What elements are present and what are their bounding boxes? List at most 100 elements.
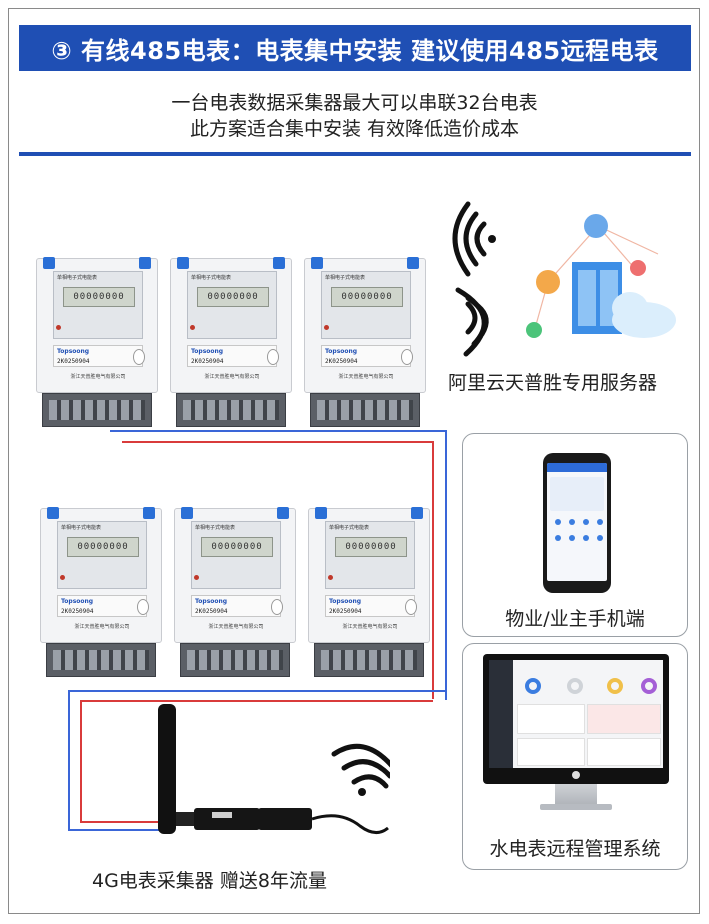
gauge-ring <box>525 678 541 694</box>
meter-clip <box>311 257 323 269</box>
meter-brand: Topsoong <box>329 598 362 605</box>
meter-clip <box>47 507 59 519</box>
seal-screw <box>405 599 417 615</box>
meter-brand: Topsoong <box>57 348 90 355</box>
rs485-wire-a <box>110 430 385 432</box>
meter-lcd: 00000000 <box>197 287 269 307</box>
meter-nameplate: Topsoong 2K0250904 <box>321 345 411 367</box>
monitor-icon <box>483 654 669 784</box>
dashboard-sidebar <box>489 660 513 768</box>
app-banner <box>550 477 604 511</box>
meter-lcd: 00000000 <box>335 537 407 557</box>
rs485-wire-a <box>383 430 446 432</box>
phone-label: 物业/业主手机端 <box>505 608 645 630</box>
terminal-block <box>314 643 424 677</box>
meter-clip <box>143 507 155 519</box>
terminal-block <box>310 393 420 427</box>
electric-meter[interactable]: 单相电子式电能表 00000000 Topsoong 2K0250904 浙江天… <box>174 507 296 680</box>
meter-clip <box>273 257 285 269</box>
app-icon <box>569 535 575 541</box>
gauge-ring <box>641 678 657 694</box>
gauge-ring <box>567 678 583 694</box>
meter-maker: 浙江天普胜电气有限公司 <box>338 374 394 380</box>
meter-lcd: 00000000 <box>201 537 273 557</box>
app-header <box>547 463 607 472</box>
meter-brand: Topsoong <box>191 348 224 355</box>
phone-icon <box>543 453 611 593</box>
electric-meter[interactable]: 单相电子式电能表 00000000 Topsoong 2K0250904 浙江天… <box>36 257 158 430</box>
wifi-icon <box>455 287 489 357</box>
rs485-wire-b <box>80 700 433 702</box>
user-icon <box>584 214 608 238</box>
rs485-wire-a <box>68 690 70 830</box>
terminal-block <box>180 643 290 677</box>
pulse-led <box>190 325 195 330</box>
meter-case: 单相电子式电能表 00000000 Topsoong 2K0250904 浙江天… <box>36 257 158 393</box>
collector-label: 4G电表采集器 赠送8年流量 <box>92 870 327 892</box>
intro-line-1: 一台电表数据采集器最大可以串联32台电表 <box>171 92 538 114</box>
electric-meter[interactable]: 单相电子式电能表 00000000 Topsoong 2K0250904 浙江天… <box>40 507 162 680</box>
meter-nameplate: Topsoong 2K0250904 <box>191 595 281 617</box>
meter-case: 单相电子式电能表 00000000 Topsoong 2K0250904 浙江天… <box>174 507 296 643</box>
divider <box>19 152 691 156</box>
meter-lcd: 00000000 <box>63 287 135 307</box>
rs485-wire-b <box>80 821 165 823</box>
electric-meter[interactable]: 单相电子式电能表 00000000 Topsoong 2K0250904 浙江天… <box>308 507 430 680</box>
meter-clip <box>181 507 193 519</box>
terminal-block <box>42 393 152 427</box>
meter-header: 单相电子式电能表 <box>329 525 370 531</box>
meter-header: 单相电子式电能表 <box>325 275 366 281</box>
page-frame <box>8 8 700 914</box>
app-icon <box>583 519 589 525</box>
dashboard-panel <box>517 738 585 766</box>
meter-nameplate: Topsoong 2K0250904 <box>57 595 147 617</box>
wifi-icon <box>465 301 478 335</box>
meter-nameplate: Topsoong 2K0250904 <box>53 345 143 367</box>
monitor-base <box>540 804 612 810</box>
meter-maker: 浙江天普胜电气有限公司 <box>70 374 126 380</box>
terminal-block <box>176 393 286 427</box>
user-icon <box>526 322 542 338</box>
meter-clip <box>277 507 289 519</box>
meter-serial: 2K0250904 <box>191 358 224 365</box>
app-icon <box>597 535 603 541</box>
meter-maker: 浙江天普胜电气有限公司 <box>204 374 260 380</box>
rs485-wire-b <box>80 700 82 822</box>
meter-header: 单相电子式电能表 <box>191 275 232 281</box>
electric-meter[interactable]: 单相电子式电能表 00000000 Topsoong 2K0250904 浙江天… <box>304 257 426 430</box>
rs485-wire-a <box>68 690 108 692</box>
terminal-block <box>46 643 156 677</box>
pulse-led <box>194 575 199 580</box>
rs485-wire-a <box>68 829 165 831</box>
dashboard-panel <box>587 738 661 766</box>
seal-screw <box>271 599 283 615</box>
dashboard-panel <box>587 704 661 734</box>
meter-clip <box>139 257 151 269</box>
phone-screen <box>547 463 607 581</box>
meter-serial: 2K0250904 <box>329 608 362 615</box>
apple-logo-icon <box>572 771 580 779</box>
meter-case: 单相电子式电能表 00000000 Topsoong 2K0250904 浙江天… <box>308 507 430 643</box>
meter-serial: 2K0250904 <box>195 608 228 615</box>
meter-serial: 2K0250904 <box>61 608 94 615</box>
user-icon <box>536 270 560 294</box>
meter-maker: 浙江天普胜电气有限公司 <box>74 624 130 630</box>
pulse-led <box>56 325 61 330</box>
app-icon <box>555 535 561 541</box>
seal-screw <box>401 349 413 365</box>
meter-clip <box>411 507 423 519</box>
meter-clip <box>177 257 189 269</box>
meter-maker: 浙江天普胜电气有限公司 <box>342 624 398 630</box>
meter-header: 单相电子式电能表 <box>57 275 98 281</box>
rs485-wire-b <box>122 441 433 443</box>
wifi-icon <box>331 743 390 796</box>
meter-clip <box>43 257 55 269</box>
meter-header: 单相电子式电能表 <box>61 525 102 531</box>
electric-meter[interactable]: 单相电子式电能表 00000000 Topsoong 2K0250904 浙江天… <box>170 257 292 430</box>
wifi-icon <box>452 201 496 277</box>
pc-label: 水电表远程管理系统 <box>489 838 661 860</box>
meter-serial: 2K0250904 <box>325 358 358 365</box>
meter-clip <box>315 507 327 519</box>
app-icon <box>555 519 561 525</box>
page-title: ③ 有线485电表：电表集中安装 建议使用485远程电表 <box>19 25 691 71</box>
